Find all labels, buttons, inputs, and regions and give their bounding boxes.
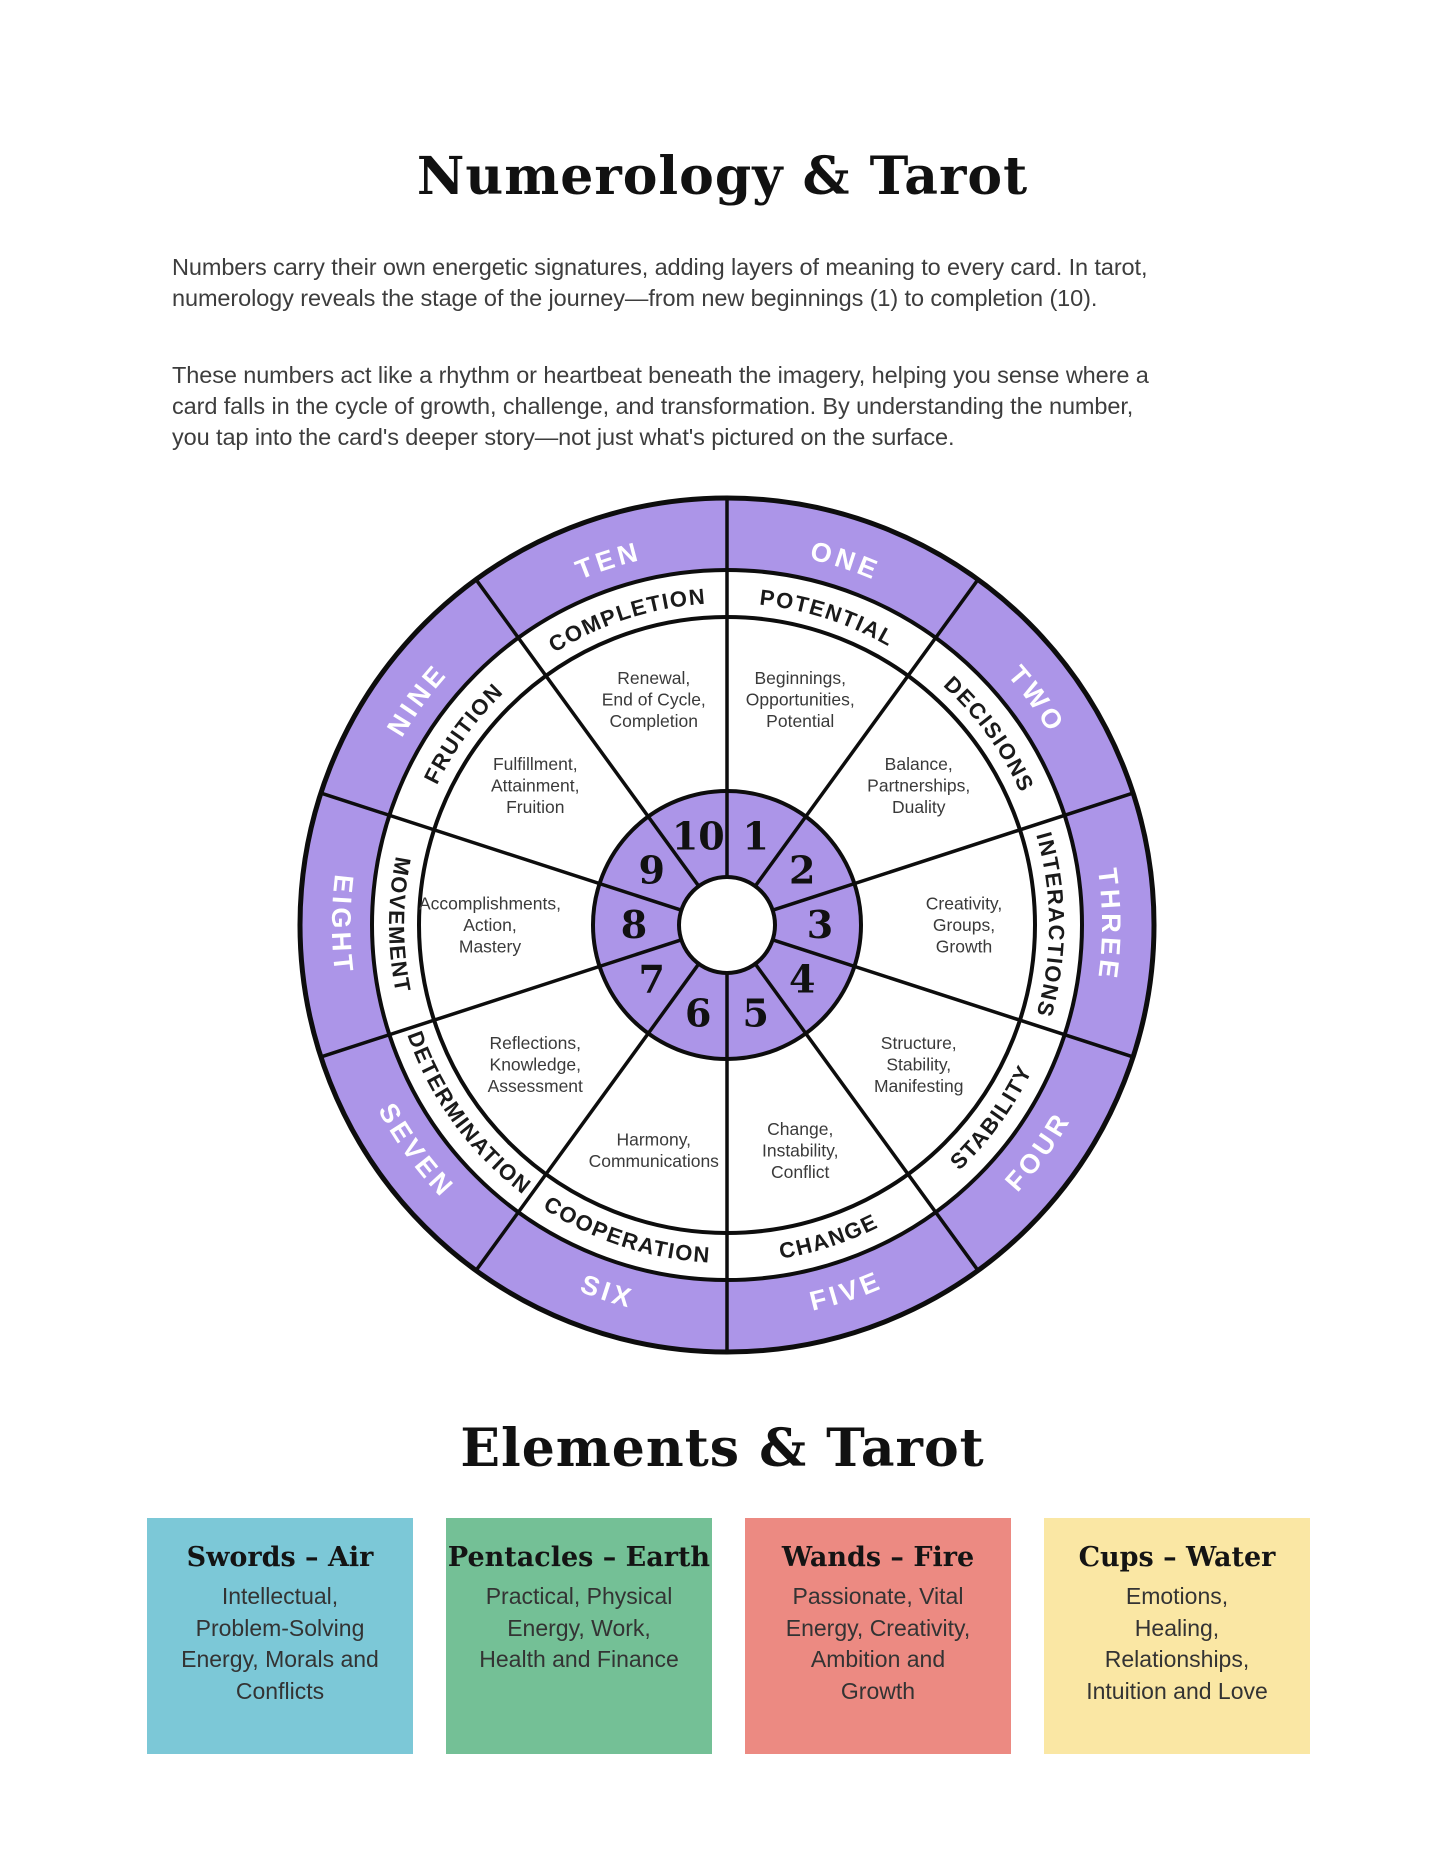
wheel-description-line: Action, bbox=[463, 915, 517, 935]
wheel-description: Harmony,Communications bbox=[589, 1130, 720, 1172]
wheel-description-line: Creativity, bbox=[926, 894, 1003, 914]
wheel-sector-line bbox=[772, 938, 1134, 1059]
wheel-center-number: 9 bbox=[639, 847, 665, 892]
wheel-description-line: Structure, bbox=[881, 1033, 957, 1053]
wheel-description-line: Change, bbox=[767, 1119, 833, 1139]
card-pentacles-earth: Pentacles – Earth Practical, Physical En… bbox=[446, 1518, 712, 1754]
wheel-description-line: Beginnings, bbox=[755, 668, 846, 688]
wheel-description-line: Instability, bbox=[762, 1140, 839, 1160]
card-cups-water: Cups – Water Emotions, Healing, Relation… bbox=[1044, 1518, 1310, 1754]
wheel-description-line: Groups, bbox=[933, 915, 995, 935]
numerology-wheel: ONEPOTENTIALBeginnings,Opportunities,Pot… bbox=[297, 495, 1157, 1355]
wheel-description-line: Opportunities, bbox=[746, 690, 855, 710]
wheel-description-line: Communications bbox=[589, 1151, 720, 1171]
wheel-center-number: 2 bbox=[789, 847, 815, 892]
wheel-sector-line bbox=[474, 578, 701, 888]
wheel-description-line: Partnerships, bbox=[867, 776, 970, 796]
wheel-center-number: 10 bbox=[672, 814, 725, 859]
wheel-description-line: Completion bbox=[609, 711, 698, 731]
wheel-description: Reflections,Knowledge,Assessment bbox=[488, 1033, 583, 1096]
wheel-description: Renewal,End of Cycle,Completion bbox=[602, 668, 706, 731]
wheel-description-line: Stability, bbox=[886, 1054, 951, 1074]
wheel-description-line: Accomplishments, bbox=[419, 894, 561, 914]
page-title-elements: Elements & Tarot bbox=[460, 1418, 985, 1479]
wheel-description: Creativity,Groups,Growth bbox=[926, 894, 1003, 957]
wheel-description: Change,Instability,Conflict bbox=[762, 1119, 839, 1182]
page-title-numerology: Numerology & Tarot bbox=[416, 146, 1029, 207]
wheel-number-name: THREE bbox=[1092, 866, 1126, 983]
wheel-center-number: 1 bbox=[743, 814, 769, 859]
wheel-description-line: Fulfillment, bbox=[493, 754, 578, 774]
card-swords-air: Swords – Air Intellectual, Problem-Solvi… bbox=[147, 1518, 413, 1754]
wheel-description-line: Assessment bbox=[488, 1076, 583, 1096]
wheel-sector-line bbox=[474, 962, 701, 1272]
wheel-center-number: 8 bbox=[621, 902, 647, 947]
wheel-description-line: Duality bbox=[892, 797, 946, 817]
intro-paragraph-2: These numbers act like a rhythm or heart… bbox=[172, 362, 1149, 450]
card-title: Swords – Air bbox=[186, 1542, 374, 1573]
wheel-sector-line bbox=[753, 962, 980, 1272]
wheel-description: Balance,Partnerships,Duality bbox=[867, 754, 970, 817]
wheel-center-hole bbox=[677, 875, 777, 975]
wheel-sector-line bbox=[320, 938, 682, 1059]
wheel-description: Beginnings,Opportunities,Potential bbox=[746, 668, 855, 731]
card-body: Intellectual, Problem-Solving Energy, Mo… bbox=[181, 1583, 379, 1704]
wheel-description-line: Harmony, bbox=[616, 1130, 691, 1150]
wheel-center-number: 5 bbox=[743, 990, 769, 1035]
card-wands-fire: Wands – Fire Passionate, Vital Energy, C… bbox=[745, 1518, 1011, 1754]
wheel-number-name-text: THREE bbox=[1092, 866, 1122, 983]
wheel-description: Fulfillment,Attainment,Fruition bbox=[491, 754, 580, 817]
wheel-description-line: Attainment, bbox=[491, 776, 580, 796]
wheel-number-name-text: EIGHT bbox=[326, 873, 355, 977]
card-body: Practical, Physical Energy, Work, Health… bbox=[479, 1583, 679, 1672]
wheel-number-name: EIGHT bbox=[326, 873, 359, 977]
wheel-sector-line bbox=[320, 791, 682, 912]
wheel-description-line: Conflict bbox=[771, 1162, 829, 1182]
element-cards-row: Swords – Air Intellectual, Problem-Solvi… bbox=[147, 1518, 1310, 1754]
wheel-description-line: Potential bbox=[766, 711, 834, 731]
wheel-description-line: Reflections, bbox=[490, 1033, 581, 1053]
wheel-description-line: Knowledge, bbox=[490, 1054, 581, 1074]
wheel-description-line: Renewal, bbox=[617, 668, 690, 688]
wheel-center-number: 7 bbox=[639, 957, 665, 1002]
card-body: Emotions, Healing, Relationships, Intuit… bbox=[1086, 1583, 1268, 1704]
wheel-description: Structure,Stability,Manifesting bbox=[874, 1033, 964, 1096]
wheel-center-number: 6 bbox=[685, 990, 711, 1035]
wheel-description-line: Mastery bbox=[459, 937, 521, 957]
wheel-description: Accomplishments,Action,Mastery bbox=[419, 894, 561, 957]
wheel-sector-line bbox=[753, 578, 980, 888]
wheel-sector-line bbox=[772, 791, 1134, 912]
card-title: Wands – Fire bbox=[781, 1542, 975, 1573]
wheel-description-line: End of Cycle, bbox=[602, 690, 706, 710]
intro-paragraph-1: Numbers carry their own energetic signat… bbox=[172, 254, 1148, 311]
wheel-description-line: Fruition bbox=[506, 797, 564, 817]
wheel-description-line: Balance, bbox=[885, 754, 953, 774]
wheel-center-number: 3 bbox=[807, 902, 833, 947]
wheel-description-line: Manifesting bbox=[874, 1076, 964, 1096]
card-body: Passionate, Vital Energy, Creativity, Am… bbox=[785, 1583, 971, 1704]
card-title: Pentacles – Earth bbox=[447, 1542, 711, 1573]
wheel-center-number: 4 bbox=[789, 957, 815, 1002]
card-title: Cups – Water bbox=[1078, 1542, 1276, 1573]
wheel-description-line: Growth bbox=[936, 937, 992, 957]
